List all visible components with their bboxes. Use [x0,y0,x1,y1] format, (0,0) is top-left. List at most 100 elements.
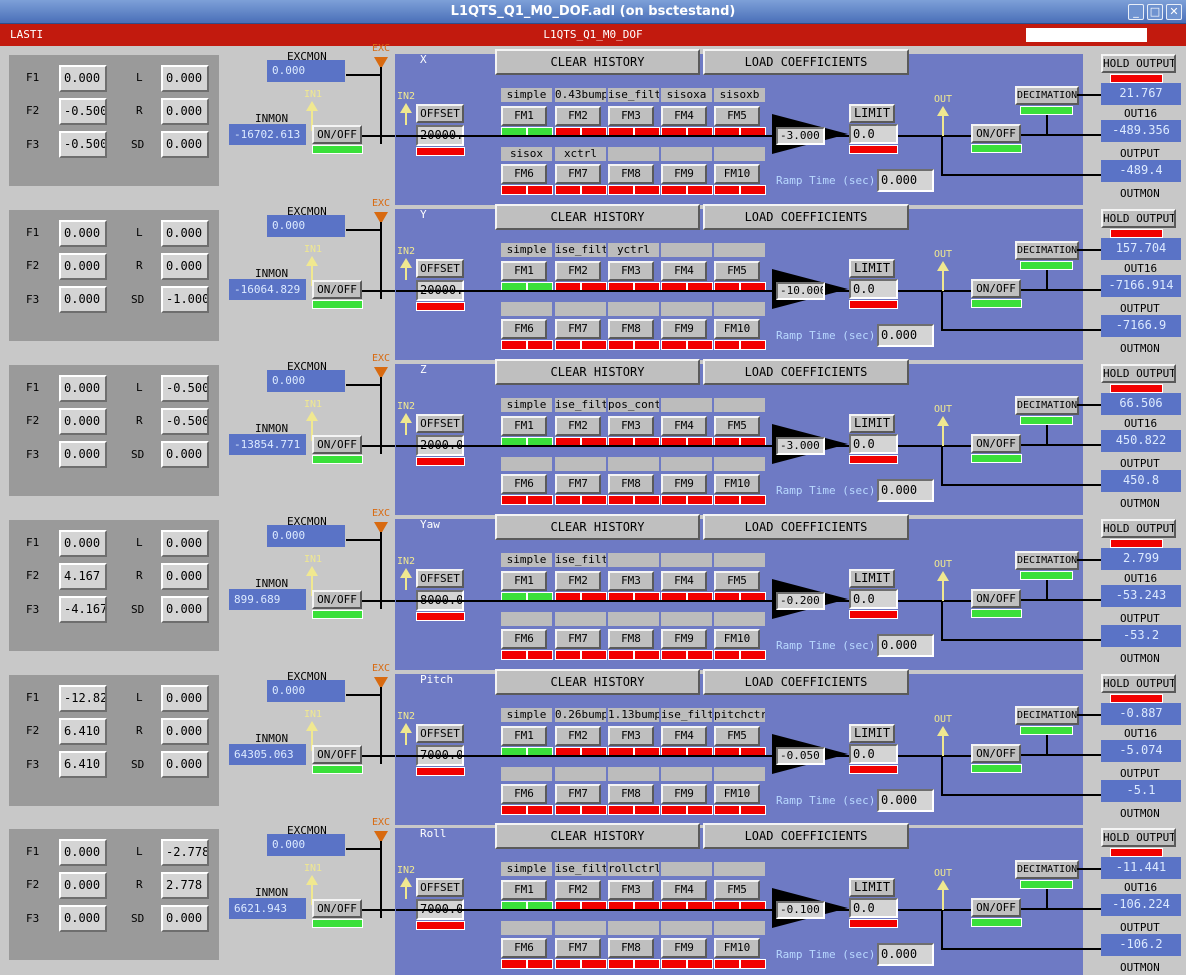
fm10-button[interactable]: FM10 [714,629,760,649]
fm4-button[interactable]: FM4 [661,571,707,591]
close-button[interactable]: ✕ [1166,4,1182,20]
fm1-button[interactable]: FM1 [501,571,547,591]
fm8-button[interactable]: FM8 [608,938,654,958]
limit-value[interactable]: 0.0 [849,124,898,144]
maximize-button[interactable]: □ [1147,4,1163,20]
limit-button[interactable]: LIMIT [849,724,895,743]
hold-output-button[interactable]: HOLD OUTPUT [1101,209,1176,228]
load-coefficients-button[interactable]: LOAD COEFFICIENTS [703,204,909,230]
limit-value[interactable]: 0.0 [849,589,898,609]
ramp-time-value[interactable]: 0.000 [877,634,934,657]
fm10-button[interactable]: FM10 [714,164,760,184]
fm10-button[interactable]: FM10 [714,784,760,804]
fm5-button[interactable]: FM5 [714,261,760,281]
fm3-button[interactable]: FM3 [608,106,654,126]
limit-value[interactable]: 0.0 [849,279,898,299]
ramp-time-value[interactable]: 0.000 [877,169,934,192]
fm8-button[interactable]: FM8 [608,784,654,804]
fm2-button[interactable]: FM2 [555,726,601,746]
fm6-button[interactable]: FM6 [501,629,547,649]
fm4-button[interactable]: FM4 [661,416,707,436]
limit-value[interactable]: 0.0 [849,898,898,918]
input-on-off-button[interactable]: ON/OFF [312,899,362,918]
fm10-button[interactable]: FM10 [714,938,760,958]
ramp-time-value[interactable]: 0.000 [877,943,934,966]
ramp-time-value[interactable]: 0.000 [877,479,934,502]
fm1-button[interactable]: FM1 [501,880,547,900]
fm7-button[interactable]: FM7 [555,164,601,184]
load-coefficients-button[interactable]: LOAD COEFFICIENTS [703,669,909,695]
ramp-time-value[interactable]: 0.000 [877,324,934,347]
hold-output-button[interactable]: HOLD OUTPUT [1101,828,1176,847]
limit-button[interactable]: LIMIT [849,569,895,588]
output-on-off-button[interactable]: ON/OFF [971,898,1021,917]
fm3-button[interactable]: FM3 [608,726,654,746]
fm1-button[interactable]: FM1 [501,261,547,281]
fm8-button[interactable]: FM8 [608,319,654,339]
fm10-button[interactable]: FM10 [714,474,760,494]
fm10-button[interactable]: FM10 [714,319,760,339]
fm8-button[interactable]: FM8 [608,474,654,494]
ramp-time-value[interactable]: 0.000 [877,789,934,812]
gain-value[interactable]: -0.200 [776,592,825,610]
fm4-button[interactable]: FM4 [661,880,707,900]
limit-value[interactable]: 0.0 [849,744,898,764]
fm7-button[interactable]: FM7 [555,629,601,649]
offset-button[interactable]: OFFSET [416,259,464,278]
fm9-button[interactable]: FM9 [661,474,707,494]
fm9-button[interactable]: FM9 [661,938,707,958]
fm7-button[interactable]: FM7 [555,784,601,804]
gain-value[interactable]: -3.000 [776,437,825,455]
fm1-button[interactable]: FM1 [501,416,547,436]
fm2-button[interactable]: FM2 [555,880,601,900]
decimation-button[interactable]: DECIMATION [1015,551,1079,570]
limit-button[interactable]: LIMIT [849,259,895,278]
input-on-off-button[interactable]: ON/OFF [312,590,362,609]
limit-button[interactable]: LIMIT [849,878,895,897]
clear-history-button[interactable]: CLEAR HISTORY [495,514,700,540]
limit-button[interactable]: LIMIT [849,414,895,433]
fm1-button[interactable]: FM1 [501,726,547,746]
gain-value[interactable]: -10.000 [776,282,825,300]
input-on-off-button[interactable]: ON/OFF [312,435,362,454]
clear-history-button[interactable]: CLEAR HISTORY [495,204,700,230]
load-coefficients-button[interactable]: LOAD COEFFICIENTS [703,514,909,540]
fm7-button[interactable]: FM7 [555,474,601,494]
minimize-button[interactable]: _ [1128,4,1144,20]
output-on-off-button[interactable]: ON/OFF [971,434,1021,453]
load-coefficients-button[interactable]: LOAD COEFFICIENTS [703,49,909,75]
decimation-button[interactable]: DECIMATION [1015,860,1079,879]
clear-history-button[interactable]: CLEAR HISTORY [495,359,700,385]
fm5-button[interactable]: FM5 [714,880,760,900]
output-on-off-button[interactable]: ON/OFF [971,589,1021,608]
decimation-button[interactable]: DECIMATION [1015,241,1079,260]
fm9-button[interactable]: FM9 [661,784,707,804]
output-on-off-button[interactable]: ON/OFF [971,279,1021,298]
fm8-button[interactable]: FM8 [608,164,654,184]
fm9-button[interactable]: FM9 [661,629,707,649]
fm9-button[interactable]: FM9 [661,164,707,184]
decimation-button[interactable]: DECIMATION [1015,706,1079,725]
fm6-button[interactable]: FM6 [501,784,547,804]
hold-output-button[interactable]: HOLD OUTPUT [1101,364,1176,383]
fm3-button[interactable]: FM3 [608,416,654,436]
fm2-button[interactable]: FM2 [555,106,601,126]
input-on-off-button[interactable]: ON/OFF [312,280,362,299]
offset-button[interactable]: OFFSET [416,878,464,897]
offset-button[interactable]: OFFSET [416,569,464,588]
clear-history-button[interactable]: CLEAR HISTORY [495,669,700,695]
limit-value[interactable]: 0.0 [849,434,898,454]
gain-value[interactable]: -0.100 [776,901,825,919]
clear-history-button[interactable]: CLEAR HISTORY [495,823,700,849]
fm5-button[interactable]: FM5 [714,726,760,746]
fm2-button[interactable]: FM2 [555,416,601,436]
load-coefficients-button[interactable]: LOAD COEFFICIENTS [703,359,909,385]
fm7-button[interactable]: FM7 [555,319,601,339]
clear-history-button[interactable]: CLEAR HISTORY [495,49,700,75]
offset-button[interactable]: OFFSET [416,414,464,433]
hold-output-button[interactable]: HOLD OUTPUT [1101,519,1176,538]
fm5-button[interactable]: FM5 [714,416,760,436]
fm1-button[interactable]: FM1 [501,106,547,126]
hold-output-button[interactable]: HOLD OUTPUT [1101,54,1176,73]
decimation-button[interactable]: DECIMATION [1015,396,1079,415]
